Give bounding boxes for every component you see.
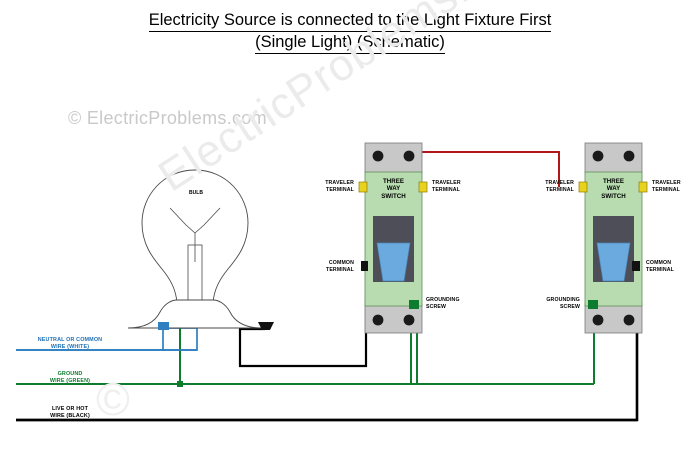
right-switch-common-terminal-screw[interactable] [632, 261, 640, 271]
label-line-1: GROUNDING [546, 297, 580, 303]
label-line-1: COMMON [646, 260, 672, 266]
live-wire-label: LIVE OR HOT WIRE (BLACK) [14, 406, 126, 420]
left-switch-common-terminal-screw[interactable] [361, 261, 368, 271]
label-line-1: COMMON [328, 260, 354, 266]
left-switch-grounding-screw[interactable] [409, 300, 419, 309]
label-line-1: GROUND [57, 371, 83, 377]
green-ground-junction [177, 381, 183, 387]
right-switch-name-line-1: THREE [603, 178, 624, 185]
label-line-1: TRAVELER [432, 180, 461, 186]
right-switch-screw-hole-bottom-right [623, 314, 635, 326]
right-switch-traveler-terminal-left-label: TRAVELER TERMINAL [516, 180, 574, 193]
label-line-2: TERMINAL [432, 186, 460, 193]
label-line-2: SCREW [426, 303, 447, 310]
light-bulb [127, 169, 263, 329]
left-switch-toggle[interactable] [376, 242, 411, 282]
right-switch[interactable] [578, 142, 648, 334]
label-line-2: TERMINAL [326, 186, 354, 193]
title-line-1: Electricity Source is connected to the L… [148, 10, 552, 32]
left-switch-name-line-1: THREE [383, 178, 404, 185]
watermark-text: © ElectricProblems.com [68, 108, 267, 128]
label-line-2: TERMINAL [546, 186, 574, 193]
left-switch-traveler-terminal-left-screw[interactable] [358, 181, 368, 193]
left-switch-common-terminal-label: COMMON TERMINAL [296, 260, 354, 273]
label-line-2: TERMINAL [652, 186, 680, 193]
label-line-2: TERMINAL [646, 266, 674, 273]
label-line-1: TRAVELER [545, 180, 574, 186]
right-switch-grounding-screw[interactable] [588, 300, 598, 309]
black-switch-leg-wire [238, 266, 368, 368]
right-switch-screw-hole-bottom-left [592, 314, 604, 326]
right-switch-name: THREE WAY SWITCH [585, 178, 642, 200]
right-switch-toggle[interactable] [596, 242, 631, 282]
right-switch-traveler-terminal-right-label: TRAVELER TERMINAL [652, 180, 700, 193]
right-switch-screw-hole-top-left [592, 150, 604, 162]
right-switch-grounding-screw-label: GROUNDING SCREW [520, 297, 580, 310]
title-line-2: (Single Light) (Schematic) [255, 32, 445, 54]
left-switch-traveler-terminal-right-label: TRAVELER TERMINAL [432, 180, 490, 193]
label-line-2: SCREW [559, 303, 580, 310]
right-switch-screw-hole-top-right [623, 150, 635, 162]
page-title: Electricity Source is connected to the L… [0, 10, 700, 54]
left-switch-name-line-3: SWITCH [381, 192, 406, 200]
label-line-1: TRAVELER [325, 180, 354, 186]
left-switch-name-line-2: WAY [386, 185, 401, 193]
label-line-2: TERMINAL [326, 266, 354, 273]
ground-wire-label: GROUND WIRE (GREEN) [14, 371, 126, 385]
right-switch-traveler-terminal-left-screw[interactable] [578, 181, 588, 193]
left-switch-screw-hole-bottom-left [372, 314, 384, 326]
label-line-1: LIVE OR HOT [51, 406, 89, 412]
left-switch-grounding-screw-label: GROUNDING SCREW [426, 297, 486, 310]
right-switch-name-line-2: WAY [606, 185, 621, 193]
label-line-1: NEUTRAL OR COMMON [37, 337, 103, 343]
left-switch-traveler-terminal-right-screw[interactable] [418, 181, 428, 193]
label-line-2: WIRE (WHITE) [50, 344, 90, 350]
neutral-wire-label: NEUTRAL OR COMMON WIRE (WHITE) [14, 337, 126, 351]
left-switch-name: THREE WAY SWITCH [365, 178, 422, 200]
left-switch-screw-hole-bottom-right [403, 314, 415, 326]
label-line-2: WIRE (BLACK) [50, 413, 90, 419]
left-switch-traveler-terminal-left-label: TRAVELER TERMINAL [296, 180, 354, 193]
right-switch-traveler-terminal-right-screw[interactable] [638, 181, 648, 193]
bulb-fixture-canopy [127, 299, 263, 329]
label-line-2: WIRE (GREEN) [49, 378, 91, 384]
left-switch-screw-hole-top-left [372, 150, 384, 162]
bulb-hot-terminal [258, 322, 274, 330]
label-line-1: TRAVELER [652, 180, 681, 186]
left-switch-screw-hole-top-right [403, 150, 415, 162]
left-switch[interactable] [358, 142, 428, 334]
watermark-copyright-mark: © [96, 373, 130, 425]
bulb-label: BULB [189, 190, 203, 196]
bulb-neutral-terminal [158, 322, 169, 330]
right-switch-name-line-3: SWITCH [601, 192, 626, 200]
right-switch-common-terminal-label: COMMON TERMINAL [646, 260, 700, 273]
label-line-1: GROUNDING [426, 297, 460, 303]
